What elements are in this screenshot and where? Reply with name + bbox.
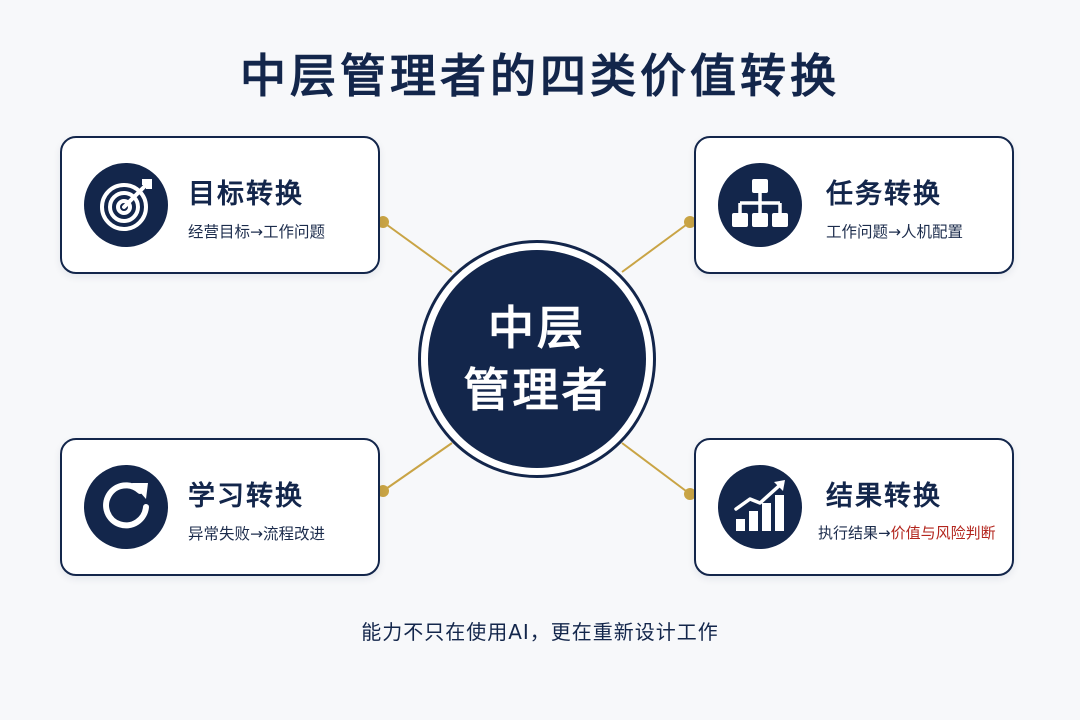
card-result-title: 结果转换 [826,481,942,512]
footer-tagline: 能力不只在使用AI，更在重新设计工作 [361,620,719,644]
card-task-subtitle: 工作问题→人机配置 [826,223,963,241]
center-circle: 中层 管理者 [428,250,646,468]
connector-dot-goal [377,216,389,228]
org-chart-icon [718,163,802,247]
center-label-line2: 管理者 [463,363,611,417]
card-result-transformation: 结果转换 执行结果→价值与风险判断 [694,438,1014,576]
card-learning-title: 学习转换 [188,481,304,512]
page-title: 中层管理者的四类价值转换 [240,49,840,103]
card-goal-title: 目标转换 [188,179,304,210]
connector-line-result [621,442,691,495]
target-icon [84,163,168,247]
center-label-line1: 中层 [488,301,586,355]
connector-dot-result [684,488,696,500]
connector-line-learning [382,442,453,492]
connector-line-task [621,221,691,273]
connector-dot-task [684,216,696,228]
card-learning-subtitle: 异常失败→流程改进 [188,525,325,543]
cycle-icon [84,465,168,549]
card-goal-subtitle: 经营目标→工作问题 [188,223,325,241]
card-learning-transformation: 学习转换 异常失败→流程改进 [60,438,380,576]
connector-dot-learning [377,485,389,497]
card-task-title: 任务转换 [826,179,942,210]
card-task-transformation: 任务转换 工作问题→人机配置 [694,136,1014,274]
card-result-subtitle: 执行结果→价值与风险判断 [818,522,996,543]
card-goal-transformation: 目标转换 经营目标→工作问题 [60,136,380,274]
card-result-subtitle-highlight: 价值与风险判断 [890,524,996,542]
connector-line-goal [382,221,453,273]
growth-chart-icon [718,465,802,549]
card-result-subtitle-plain: 执行结果→ [818,524,891,542]
